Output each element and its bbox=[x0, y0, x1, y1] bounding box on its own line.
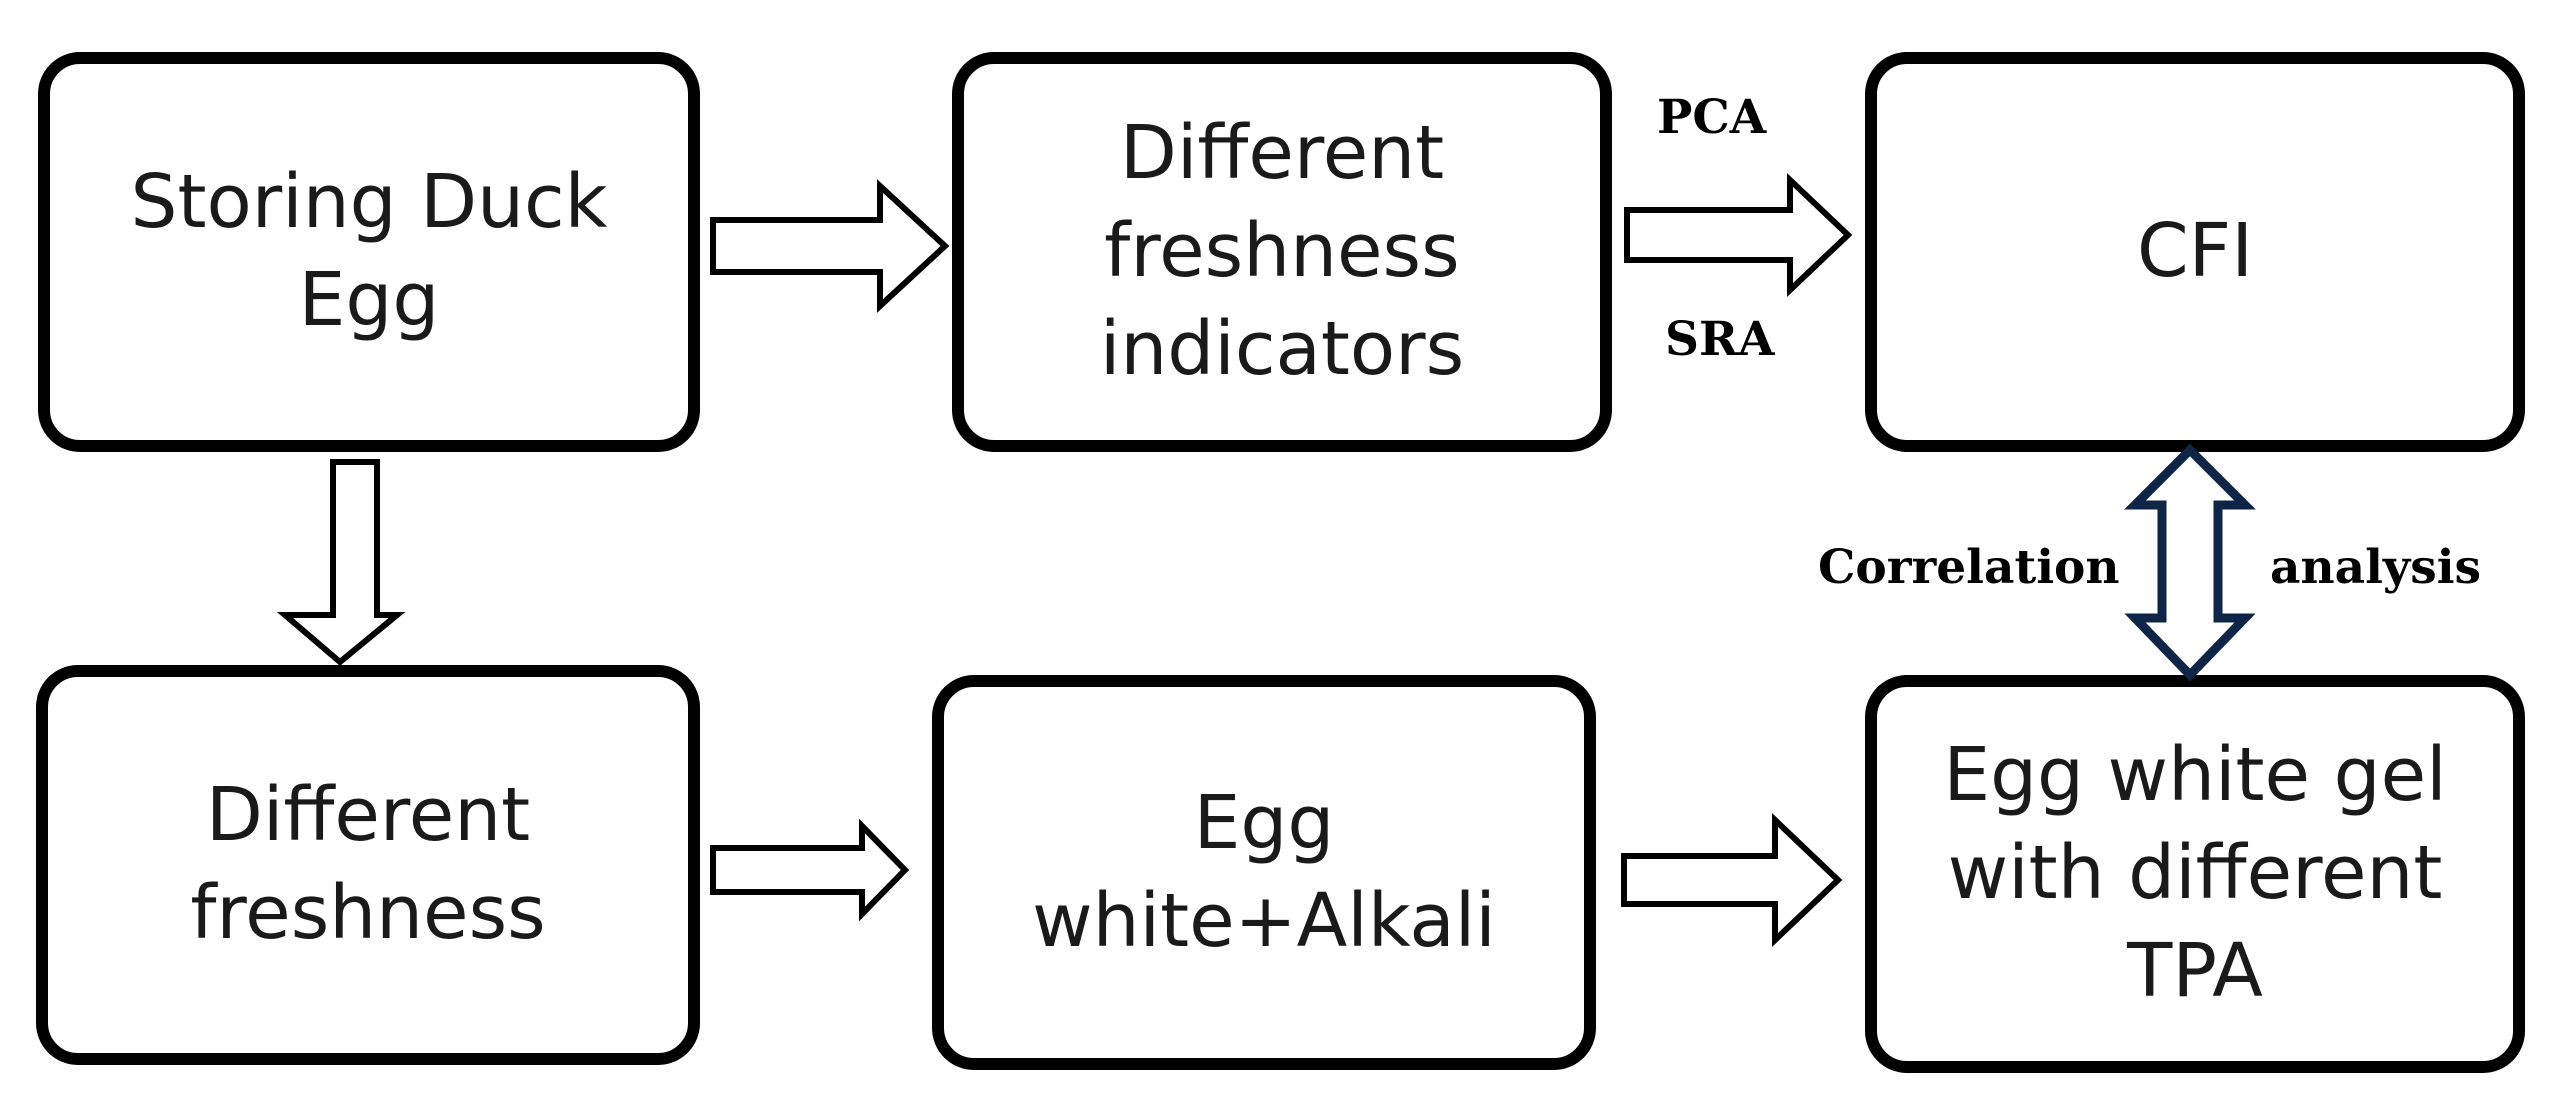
freshness-indicators-box: Different freshness indicators bbox=[952, 52, 1612, 452]
different-freshness-box: Different freshness bbox=[36, 665, 700, 1065]
storing-duck-egg-box: Storing Duck Egg bbox=[38, 52, 700, 452]
freshness-indicators-text: Different freshness indicators bbox=[1099, 110, 1465, 392]
sra-label: SRA bbox=[1665, 312, 1775, 367]
correlation-label: Correlation bbox=[1818, 540, 2120, 595]
different-freshness-text: Different freshness bbox=[190, 772, 546, 956]
double-arrow-correlation bbox=[2124, 443, 2256, 682]
cfi-box: CFI bbox=[1865, 52, 2525, 452]
egg-white-alkali-box: Egg white+Alkali bbox=[932, 675, 1596, 1070]
arrow-alkali-to-gel bbox=[1621, 813, 1843, 947]
egg-white-gel-box: Egg white gel with different TPA bbox=[1865, 675, 2525, 1073]
arrow-storing-to-freshness bbox=[276, 459, 406, 666]
cfi-text: CFI bbox=[2136, 208, 2254, 295]
pca-label: PCA bbox=[1657, 90, 1767, 145]
arrow-storing-to-indicators bbox=[710, 179, 950, 313]
arrow-indicators-to-cfi bbox=[1624, 173, 1853, 297]
analysis-label: analysis bbox=[2270, 540, 2482, 595]
arrow-freshness-to-alkali bbox=[710, 818, 910, 922]
storing-duck-egg-text: Storing Duck Egg bbox=[130, 159, 608, 343]
egg-white-gel-text: Egg white gel with different TPA bbox=[1943, 732, 2447, 1014]
egg-white-alkali-text: Egg white+Alkali bbox=[1032, 779, 1496, 964]
